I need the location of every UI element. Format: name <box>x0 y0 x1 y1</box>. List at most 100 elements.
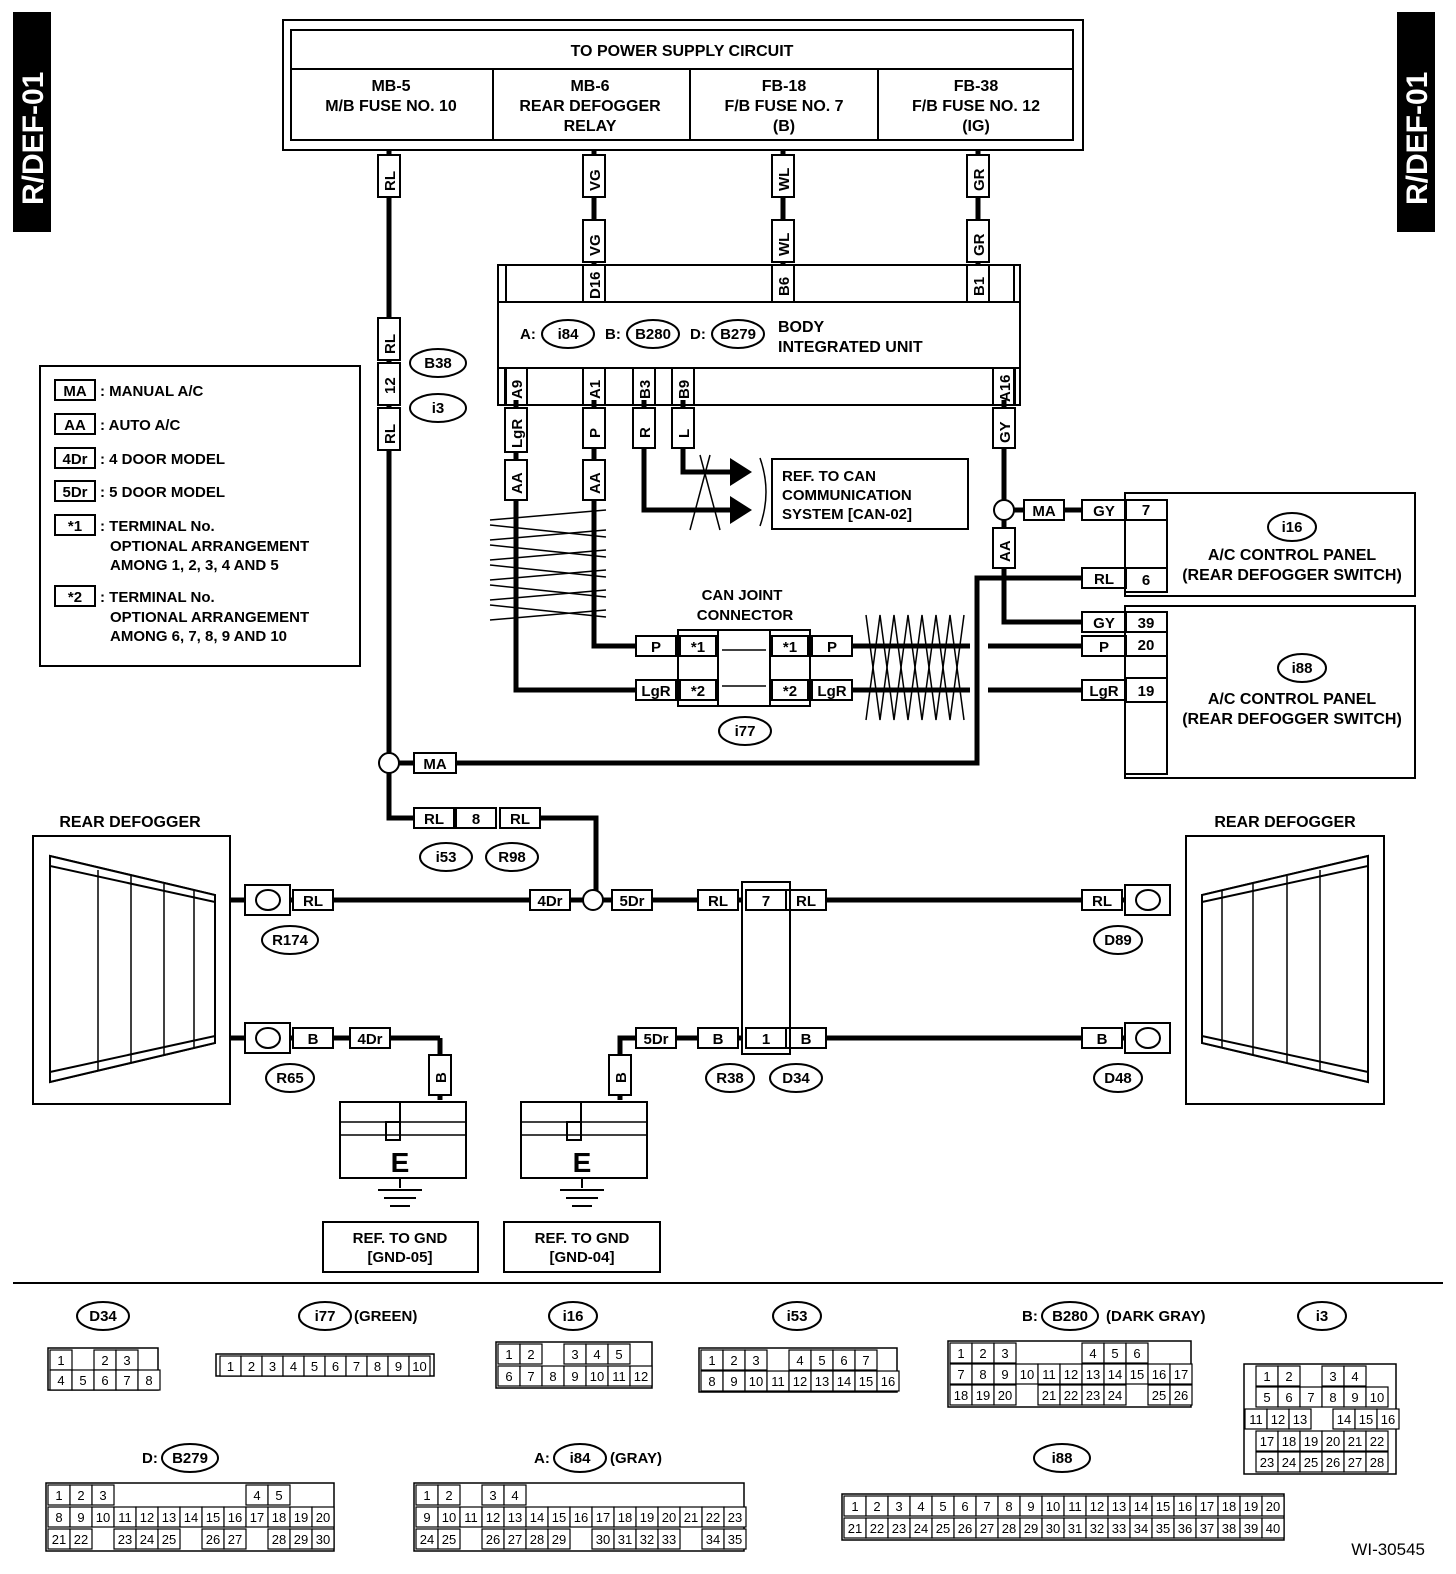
face-b279-cell <box>311 1506 335 1528</box>
conn-r65: R65 <box>276 1070 304 1087</box>
face-b279-pin-label: 26 <box>206 1532 220 1547</box>
legend-opt1-l1: : TERMINAL No. <box>100 518 215 535</box>
face-b279-pin-label: 23 <box>118 1532 132 1547</box>
face-i3-pin-label: 5 <box>1263 1390 1270 1405</box>
face-b279-pin-label: 10 <box>96 1510 110 1525</box>
face-i84-cell <box>723 1528 747 1550</box>
face-d34-pin-label: 1 <box>57 1353 64 1368</box>
face-i53-pin-label: 12 <box>793 1374 807 1389</box>
face-b280-pin-label: 10 <box>1020 1367 1034 1382</box>
face-b280-pin-label: 8 <box>979 1367 986 1382</box>
bcm-pin-d16: D16 <box>587 271 604 299</box>
face-i77-pin-label: 1 <box>227 1359 234 1374</box>
face-d34-pin-label: 5 <box>79 1373 86 1388</box>
wire-label-r: R <box>637 427 654 438</box>
defogger-right-label: REAR DEFOGGER <box>1214 814 1356 831</box>
wire-label-vg-top: VG <box>587 169 604 191</box>
i88-pin-20: 20 <box>1138 637 1155 654</box>
face-d34-pin-label: 8 <box>145 1373 152 1388</box>
face-i77-cell <box>408 1355 431 1377</box>
face-i3-pin-label: 2 <box>1285 1369 1292 1384</box>
face-i88-pin-label: 29 <box>1024 1521 1038 1536</box>
face-b279-cell <box>157 1528 181 1550</box>
d34-joint: 7 1 R38 D34 <box>705 881 823 1093</box>
face-i88-pin-label: 7 <box>983 1499 990 1514</box>
i88-pin-39: 39 <box>1138 615 1155 632</box>
face-i53-pin-label: 4 <box>796 1353 803 1368</box>
splice-gy <box>993 499 1015 521</box>
can-ref-l2: COMMUNICATION <box>782 487 912 504</box>
face-i53-pin-label: 5 <box>818 1353 825 1368</box>
face-i84-pin-label: 15 <box>552 1510 566 1525</box>
conn-i88: i88 <box>1292 660 1313 677</box>
face-i53-pin-label: 7 <box>862 1353 869 1368</box>
power-col1-l1: MB-5 <box>371 78 410 95</box>
face-i16-pin-label: 5 <box>615 1347 622 1362</box>
face-note-i84: (GRAY) <box>610 1450 662 1467</box>
face-frame <box>698 1347 898 1393</box>
face-b280-pin-label: 14 <box>1108 1367 1122 1382</box>
wires <box>230 150 1125 1100</box>
face-b280-pin-label: 13 <box>1086 1367 1100 1382</box>
bcm-pin-b3: B3 <box>637 380 654 399</box>
face-b280-pin-label: 17 <box>1174 1367 1188 1382</box>
face-b279-pin-label: 29 <box>294 1532 308 1547</box>
wire-label-wl-bcm: WL <box>776 233 793 256</box>
face-b280-pin-label: 23 <box>1086 1388 1100 1403</box>
face-i16-cell <box>629 1365 653 1387</box>
defogger-left-label: REAR DEFOGGER <box>59 814 201 831</box>
face-title-b279: B279 <box>172 1450 208 1467</box>
legend-key-4dr: 4Dr <box>62 451 87 468</box>
face-i88-pin-label: 37 <box>1200 1521 1214 1536</box>
i88-panel: 39 20 19 i88 A/C CONTROL PANEL (REAR DEF… <box>1124 605 1416 779</box>
bcm-name-l2: INTEGRATED UNIT <box>778 339 923 356</box>
face-i3-pin-label: 18 <box>1282 1434 1296 1449</box>
conn-r38: R38 <box>716 1070 744 1087</box>
wire-label-gr-bcm: GR <box>971 233 988 256</box>
legend-key-aa: AA <box>64 417 86 434</box>
face-i84-pin-label: 34 <box>706 1532 720 1547</box>
face-b279-pin-label: 21 <box>52 1532 66 1547</box>
face-b279-pin-label: 27 <box>228 1532 242 1547</box>
conn-r174: R174 <box>272 932 309 949</box>
i16-pin-6: 6 <box>1142 572 1150 589</box>
wire-label-gr-top: GR <box>971 168 988 191</box>
face-i88-pin-label: 1 <box>851 1499 858 1514</box>
face-i53-pin-label: 3 <box>752 1353 759 1368</box>
wire-label-vg-bcm: VG <box>587 234 604 256</box>
can-ref-l1: REF. TO CAN <box>782 468 876 485</box>
face-i16-pin-label: 6 <box>505 1369 512 1384</box>
can-joint-r-s2: *2 <box>783 683 797 700</box>
face-b279-pin-label: 14 <box>184 1510 198 1525</box>
wire-label-b-d34-r: B <box>801 1031 812 1048</box>
face-i84-pin-label: 10 <box>442 1510 456 1525</box>
face-b279-pin-label: 3 <box>99 1488 106 1503</box>
legend-opt1-l2: OPTIONAL ARRANGEMENT <box>110 538 309 555</box>
face-b279-pin-label: 8 <box>55 1510 62 1525</box>
face-i88-pin-label: 23 <box>892 1521 906 1536</box>
bcm-prefix-d: D: <box>690 326 706 343</box>
face-i84-pin-label: 22 <box>706 1510 720 1525</box>
face-b279-pin-label: 19 <box>294 1510 308 1525</box>
face-i88-pin-label: 40 <box>1266 1521 1280 1536</box>
wire-label-rl-i3: RL <box>382 424 399 444</box>
terminal-r65 <box>255 1027 281 1049</box>
face-i84-pin-label: 35 <box>728 1532 742 1547</box>
face-b280-pin-label: 6 <box>1133 1346 1140 1361</box>
wire-label-p-joint-l: P <box>651 639 661 656</box>
wire-label-l: L <box>676 429 693 438</box>
side-tag-right-text: R/DEF-01 <box>1401 72 1434 205</box>
face-i84-pin-label: 26 <box>486 1532 500 1547</box>
face-b279-pin-label: 24 <box>140 1532 154 1547</box>
face-frame <box>495 1341 653 1389</box>
i16-l2: (REAR DEFOGGER SWITCH) <box>1182 567 1402 584</box>
face-i3-pin-label: 6 <box>1285 1390 1292 1405</box>
face-i84-cell <box>547 1528 571 1550</box>
face-i88-pin-label: 15 <box>1156 1499 1170 1514</box>
face-b280-pin-label: 18 <box>954 1388 968 1403</box>
ground-gnd05: E REF. TO GND [GND-05] <box>322 1101 479 1273</box>
wire-label-lgr-i88: LgR <box>1089 683 1118 700</box>
face-i53-pin-label: 6 <box>840 1353 847 1368</box>
face-i53-pin-label: 14 <box>837 1374 851 1389</box>
